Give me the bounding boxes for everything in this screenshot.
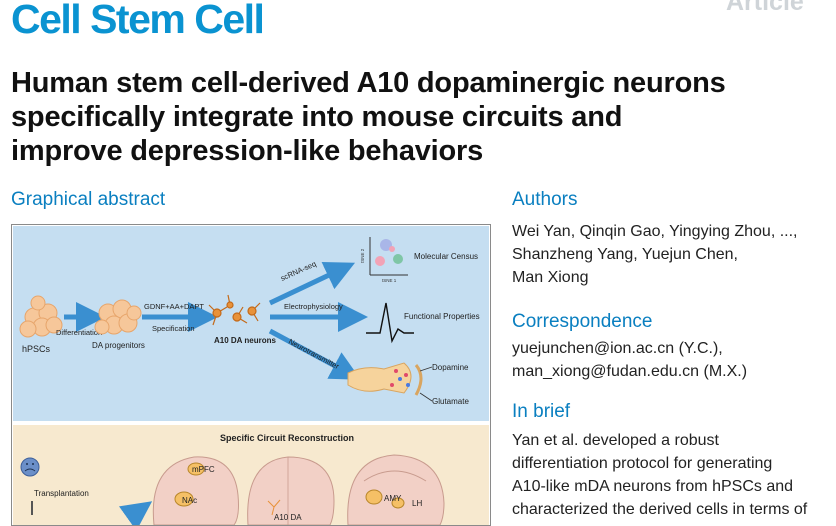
tsne-plot-icon (369, 237, 408, 276)
correspondence-emails: yuejunchen@ion.ac.cn (Y.C.), man_xiong@f… (512, 337, 747, 383)
progenitor-cluster-icon (94, 299, 142, 335)
mpfc-label: mPFC (192, 465, 215, 474)
a10-neurons-icon (208, 294, 261, 326)
authors-line-3: Man Xiong (512, 269, 589, 286)
in-brief-line-3: A10-like mDA neurons from hPSCs and (512, 478, 794, 495)
glutamate-label: Glutamate (432, 397, 469, 406)
email-chen-link[interactable]: yuejunchen@ion.ac.cn (Y.C.), (512, 340, 723, 357)
synapse-icon (347, 362, 433, 402)
tsne2-label: tSNE 2 (360, 248, 365, 263)
a10-neurons-label: A10 DA neurons (214, 336, 276, 345)
graphical-abstract-drawing: hPSCs Differentiation DA progenitors GDN… (19, 237, 480, 525)
authors-line-1: Wei Yan, Qinqin Gao, Yingying Zhou, ..., (512, 223, 798, 240)
specification-label: Specification (152, 324, 195, 333)
in-brief-heading: In brief (512, 401, 571, 422)
email-xiong-link[interactable]: man_xiong@fudan.edu.cn (M.X.) (512, 363, 748, 380)
transplantation-label: Transplantation (34, 489, 89, 498)
authors-line-2: Shanzheng Yang, Yuejun Chen, (512, 246, 738, 263)
brain-section-3-icon (347, 454, 445, 525)
in-brief-line-1: Yan et al. developed a robust (512, 432, 719, 449)
arrow-transplant-icon (119, 501, 153, 525)
dopamine-label: Dopamine (432, 363, 469, 372)
article-title: Human stem cell-derived A10 dopaminergic… (11, 66, 831, 168)
authors-heading: Authors (512, 189, 578, 210)
article-type-label: Article (726, 0, 804, 16)
correspondence-heading: Correspondence (512, 311, 653, 332)
differentiation-label: Differentiation (56, 328, 102, 337)
journal-name: Cell Stem Cell (11, 0, 265, 42)
hpscs-label: hPSCs (22, 344, 51, 354)
molecular-census-label: Molecular Census (414, 252, 478, 261)
authors-list: Wei Yan, Qinqin Gao, Yingying Zhou, ...,… (512, 220, 798, 289)
in-brief-line-2: differentiation protocol for generating (512, 455, 773, 472)
amy-label: AMY (384, 494, 402, 503)
title-line-2: specifically integrate into mouse circui… (11, 101, 623, 133)
scrna-label: scRNA-seq (279, 259, 317, 283)
arrow-neurotransmitter-icon (268, 328, 361, 380)
sad-mouse-icon (20, 457, 40, 477)
circuit-title: Specific Circuit Reconstruction (220, 433, 354, 443)
action-potential-icon (366, 302, 414, 344)
lh-label: LH (412, 499, 422, 508)
graphical-abstract-figure: hPSCs Differentiation DA progenitors GDN… (11, 224, 491, 526)
hpsc-cluster-icon (19, 295, 63, 338)
title-line-1: Human stem cell-derived A10 dopaminergic… (11, 67, 726, 99)
gdnf-label: GDNF+AA+DAPT (144, 302, 204, 311)
da-progenitors-label: DA progenitors (92, 341, 145, 350)
functional-properties-label: Functional Properties (404, 312, 480, 321)
arrow-scrna-icon (268, 262, 356, 306)
neurotransmitter-label: Neurotransmitter (287, 337, 341, 371)
electrophys-label: Electrophysiology (284, 302, 343, 311)
a10da-label: A10 DA (274, 513, 302, 522)
title-line-3: improve depression-like behaviors (11, 135, 484, 167)
in-brief-text: Yan et al. developed a robust differenti… (512, 429, 807, 521)
graphical-abstract-heading: Graphical abstract (11, 189, 166, 210)
nac-label: NAc (182, 496, 197, 505)
tsne1-label: tSNE 1 (382, 278, 397, 283)
